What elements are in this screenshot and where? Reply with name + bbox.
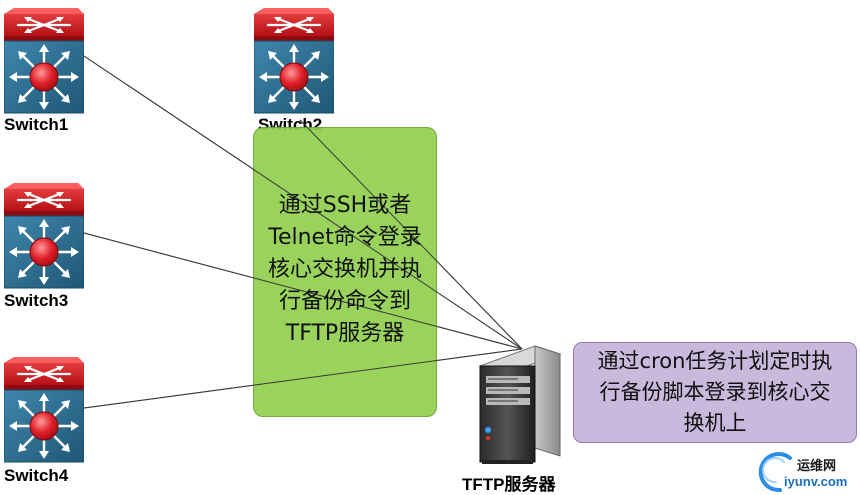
switch3-icon <box>4 181 84 289</box>
ssh-telnet-note-text: 通过SSH或者 Telnet命令登录 核心交换机并执 行备份命令到 TFTP服务… <box>267 193 422 346</box>
switch1-label: Switch1 <box>4 115 69 134</box>
switch1-icon <box>4 6 84 114</box>
switch4-icon <box>4 355 84 463</box>
watermark-cn: 运维网 <box>797 459 837 474</box>
iyunv-logo-icon <box>758 452 792 493</box>
watermark-en: iyunv.com <box>784 474 848 489</box>
cron-note-text: 通过cron任务计划定时执 行备份脚本登录到核心交 换机上 <box>597 349 833 435</box>
tftp-server-label: TFTP服务器 <box>462 475 556 494</box>
tftp-server-icon <box>478 345 562 464</box>
cron-note-box <box>573 342 857 443</box>
switch3-label: Switch3 <box>4 291 69 310</box>
switch2-icon <box>254 6 334 114</box>
switch4-label: Switch4 <box>4 466 69 485</box>
